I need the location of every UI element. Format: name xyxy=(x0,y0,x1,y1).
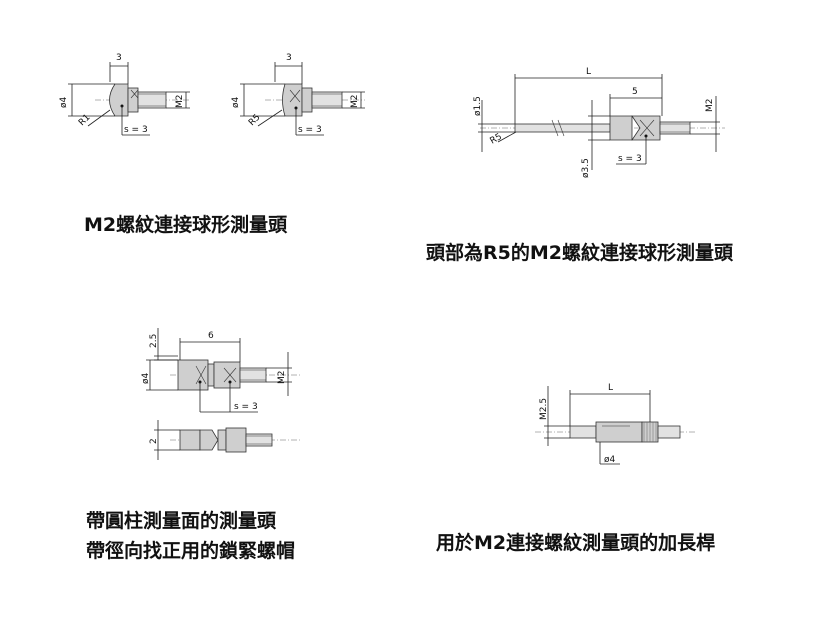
dim-len-b: 3 xyxy=(286,53,292,63)
dim-rad: R5 xyxy=(489,132,504,147)
dim-s: s = 3 xyxy=(618,154,642,164)
ball-probe-drawing: 3 ø4 R1 s = 3 M2 xyxy=(59,53,365,136)
caption-extension-rod: 用於M2連接螺紋測量頭的加長桿 xyxy=(436,528,715,558)
dim-s-b: s = 3 xyxy=(298,125,322,135)
panel-extension-rod: L M2.5 ø4 xyxy=(530,380,700,470)
dim-dia-a: ø4 xyxy=(59,96,69,108)
dim-thread-b: M2 xyxy=(350,95,360,109)
probe-r1: 3 ø4 R1 s = 3 M2 xyxy=(59,53,190,136)
caption-ball-probe: M2螺紋連接球形測量頭 xyxy=(84,210,287,240)
dim-h2: 2 xyxy=(149,438,159,444)
dim-dia35: ø3.5 xyxy=(581,158,591,178)
dim-thread: M2.5 xyxy=(539,398,549,420)
dim-thread-a: M2 xyxy=(175,95,185,109)
panel-cylinder-probe: 2.5 6 ø4 s = 3 M2 2 xyxy=(140,320,310,470)
dim-thread: M2 xyxy=(277,371,287,385)
cylinder-probe-drawing: 2.5 6 ø4 s = 3 M2 2 xyxy=(141,328,300,460)
dim-dia4: ø4 xyxy=(141,372,151,384)
caption-line: 帶徑向找正用的鎖緊螺帽 xyxy=(86,540,296,562)
knurl-pattern xyxy=(643,422,657,442)
caption-line: 用於M2連接螺紋測量頭的加長桿 xyxy=(436,532,716,554)
dim-len-a: 3 xyxy=(116,53,122,63)
dim-dia4: ø4 xyxy=(604,455,616,465)
dim-h25: 2.5 xyxy=(149,334,159,348)
caption-line: 帶圓柱測量面的測量頭 xyxy=(86,510,277,532)
probe-r5: 3 ø4 R5 s = 3 M2 xyxy=(231,53,365,136)
dim-s-a: s = 3 xyxy=(124,125,148,135)
dim-len5: 5 xyxy=(632,87,638,97)
extension-rod-drawing: L M2.5 ø4 xyxy=(535,383,695,465)
panel-r5-probe: L 5 ø1.5 R5 ø3.5 s = 3 M2 xyxy=(470,60,730,190)
caption-cylinder-probe: 帶圓柱測量面的測量頭 帶徑向找正用的鎖緊螺帽 xyxy=(86,506,295,566)
dim-L: L xyxy=(586,67,591,77)
dim-thread: M2 xyxy=(705,99,715,113)
caption-r5-probe: 頭部為R5的M2螺紋連接球形測量頭 xyxy=(426,238,733,268)
dim-rad-a: R1 xyxy=(77,113,93,129)
dim-L: L xyxy=(608,383,613,393)
caption-line: 頭部為R5的M2螺紋連接球形測量頭 xyxy=(426,242,733,264)
dim-dia-b: ø4 xyxy=(231,96,241,108)
caption-line: M2螺紋連接球形測量頭 xyxy=(84,214,288,236)
dim-len6: 6 xyxy=(208,331,214,341)
dim-rad-b: R5 xyxy=(247,113,263,129)
panel-ball-probe: 3 ø4 R1 s = 3 M2 xyxy=(40,40,390,160)
dim-s: s = 3 xyxy=(234,402,258,412)
dim-dia15: ø1.5 xyxy=(473,96,483,116)
r5-probe-drawing: L 5 ø1.5 R5 ø3.5 s = 3 M2 xyxy=(473,67,725,178)
